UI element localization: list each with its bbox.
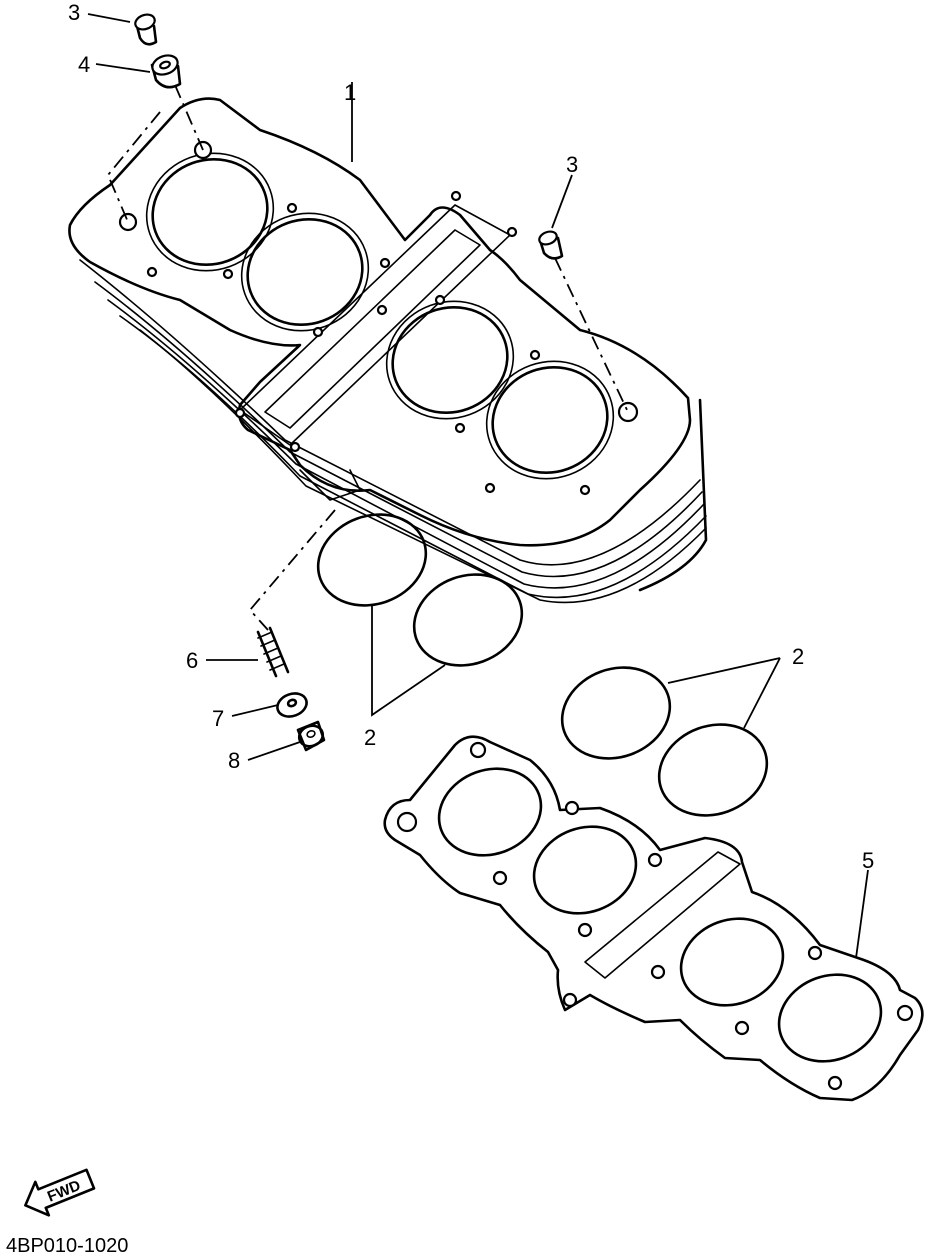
cylinder-gasket (383, 735, 924, 1102)
cylinder-bore-2 (246, 217, 364, 327)
forward-direction-arrow: FWD (24, 1168, 96, 1217)
assembly-dash-lines (106, 84, 629, 631)
callout-4: 4 (78, 52, 90, 77)
callout-8: 8 (228, 748, 240, 773)
callout-labels: 3 4 1 3 6 7 8 2 2 5 (68, 0, 874, 873)
collar-sleeve (150, 54, 182, 89)
leader-lines (87, 13, 869, 959)
callout-2-right: 2 (792, 644, 804, 669)
cylinder-block (68, 97, 708, 604)
callout-2-left: 2 (364, 725, 376, 750)
cooling-fins (79, 259, 708, 604)
cylinder-top-deck (68, 97, 692, 547)
o-rings (316, 513, 769, 817)
cylinder-bolt-holes (118, 140, 639, 496)
cylinder-bore-1 (151, 157, 269, 267)
arrow-icon (24, 1168, 96, 1217)
o-ring-2 (412, 573, 524, 667)
cylinder-bore-3 (391, 305, 509, 415)
o-ring-3 (560, 666, 672, 760)
callout-6: 6 (186, 648, 198, 673)
drawing-code: 4BP010-1020 (6, 1235, 128, 1255)
o-ring-1 (316, 513, 428, 607)
o-ring-4 (657, 723, 769, 817)
stud-bolt (256, 626, 290, 678)
callout-7: 7 (212, 706, 224, 731)
dowel-pin-right (538, 230, 564, 260)
callout-1: 1 (344, 80, 356, 105)
cylinder-bore-4 (491, 365, 609, 475)
dowel-pin-top-left (134, 13, 158, 46)
callout-5: 5 (862, 848, 874, 873)
washer (276, 692, 308, 718)
callout-3-right: 3 (566, 152, 578, 177)
callout-3-top-left: 3 (68, 0, 80, 25)
nut (296, 720, 326, 752)
